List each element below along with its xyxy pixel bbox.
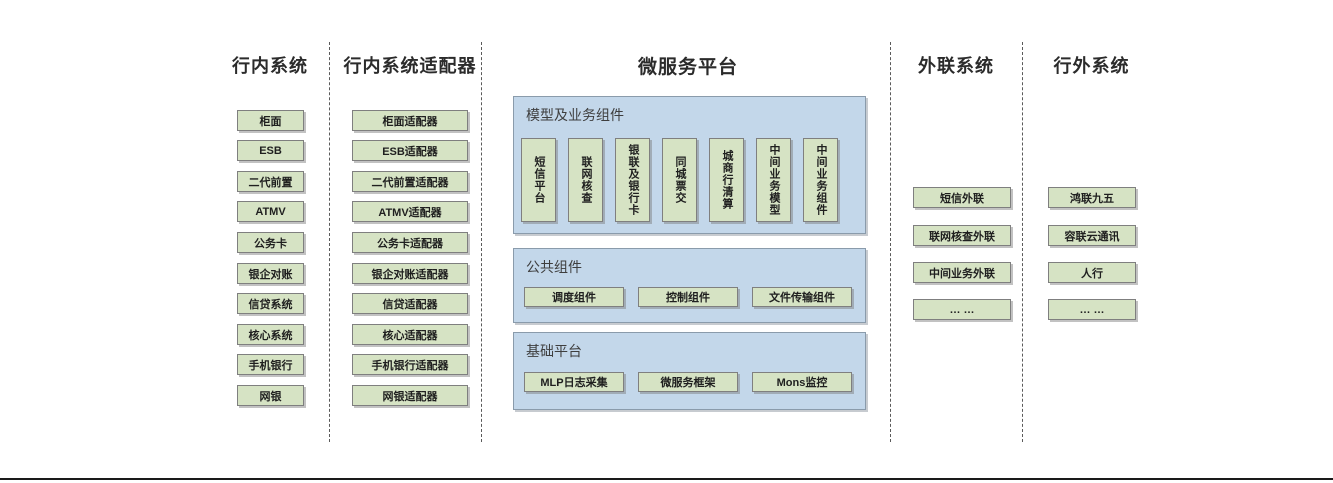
node-public-component[interactable]: 调度组件 bbox=[524, 287, 624, 307]
node-outside-bank-system[interactable]: 鸿联九五 bbox=[1048, 187, 1136, 208]
node-internal-system[interactable]: 网银 bbox=[237, 385, 304, 406]
node-model-component[interactable]: 中间业务组件 bbox=[803, 138, 838, 222]
panel-title-base-platform: 基础平台 bbox=[526, 343, 582, 359]
node-adapter[interactable]: 银企对账适配器 bbox=[352, 263, 468, 284]
node-adapter[interactable]: 手机银行适配器 bbox=[352, 354, 468, 375]
node-external-link-system[interactable]: 中间业务外联 bbox=[913, 262, 1011, 283]
node-public-component[interactable]: 控制组件 bbox=[638, 287, 738, 307]
node-label: 中间业务组件 bbox=[815, 144, 827, 216]
node-adapter[interactable]: 二代前置适配器 bbox=[352, 171, 468, 192]
node-model-component[interactable]: 城商行清算 bbox=[709, 138, 744, 222]
node-outside-bank-system[interactable]: 容联云通讯 bbox=[1048, 225, 1136, 246]
node-external-link-system[interactable]: … … bbox=[913, 299, 1011, 320]
node-model-component[interactable]: 联网核查 bbox=[568, 138, 603, 222]
column-title-outside-bank-systems: 行外系统 bbox=[1053, 56, 1130, 76]
node-label: 城商行清算 bbox=[721, 150, 733, 210]
column-title-microservice-platform: 微服务平台 bbox=[637, 57, 738, 78]
node-external-link-system[interactable]: 短信外联 bbox=[913, 187, 1011, 208]
node-outside-bank-system[interactable]: … … bbox=[1048, 299, 1136, 320]
node-internal-system[interactable]: 公务卡 bbox=[237, 232, 304, 253]
node-model-component[interactable]: 银联及银行卡 bbox=[615, 138, 650, 222]
node-internal-system[interactable]: ATMV bbox=[237, 201, 304, 222]
node-base-platform-component[interactable]: MLP日志采集 bbox=[524, 372, 624, 392]
node-adapter[interactable]: ATMV适配器 bbox=[352, 201, 468, 222]
node-adapter[interactable]: 信贷适配器 bbox=[352, 293, 468, 314]
node-label: 中间业务模型 bbox=[768, 144, 780, 216]
node-adapter[interactable]: ESB适配器 bbox=[352, 140, 468, 161]
column-separator-1 bbox=[329, 42, 330, 442]
node-model-component[interactable]: 中间业务模型 bbox=[756, 138, 791, 222]
column-separator-3 bbox=[890, 42, 891, 442]
node-label: 联网核查 bbox=[580, 156, 592, 204]
node-adapter[interactable]: 网银适配器 bbox=[352, 385, 468, 406]
panel-title-public-components: 公共组件 bbox=[526, 259, 582, 275]
node-external-link-system[interactable]: 联网核查外联 bbox=[913, 225, 1011, 246]
panel-public-components: 公共组件 bbox=[513, 248, 866, 323]
column-separator-4 bbox=[1022, 42, 1023, 442]
node-label: 短信平台 bbox=[533, 156, 545, 204]
node-internal-system[interactable]: ESB bbox=[237, 140, 304, 161]
panel-base-platform: 基础平台 bbox=[513, 332, 866, 410]
column-title-internal-system-adapters: 行内系统适配器 bbox=[343, 56, 477, 76]
node-label: 同城票交 bbox=[674, 156, 686, 204]
bottom-divider bbox=[0, 478, 1333, 480]
node-base-platform-component[interactable]: 微服务框架 bbox=[638, 372, 738, 392]
node-internal-system[interactable]: 银企对账 bbox=[237, 263, 304, 284]
node-adapter[interactable]: 核心适配器 bbox=[352, 324, 468, 345]
panel-title-model-and-business-components: 模型及业务组件 bbox=[526, 107, 624, 123]
node-internal-system[interactable]: 手机银行 bbox=[237, 354, 304, 375]
node-internal-system[interactable]: 二代前置 bbox=[237, 171, 304, 192]
node-adapter[interactable]: 公务卡适配器 bbox=[352, 232, 468, 253]
column-title-internal-systems: 行内系统 bbox=[232, 56, 308, 76]
node-model-component[interactable]: 同城票交 bbox=[662, 138, 697, 222]
node-label: 银联及银行卡 bbox=[627, 144, 639, 216]
node-model-component[interactable]: 短信平台 bbox=[521, 138, 556, 222]
node-internal-system[interactable]: 柜面 bbox=[237, 110, 304, 131]
node-internal-system[interactable]: 信贷系统 bbox=[237, 293, 304, 314]
node-public-component[interactable]: 文件传输组件 bbox=[752, 287, 852, 307]
node-base-platform-component[interactable]: Mons监控 bbox=[752, 372, 852, 392]
column-separator-2 bbox=[481, 42, 482, 442]
column-title-external-link-systems: 外联系统 bbox=[918, 56, 994, 76]
node-internal-system[interactable]: 核心系统 bbox=[237, 324, 304, 345]
node-outside-bank-system[interactable]: 人行 bbox=[1048, 262, 1136, 283]
node-adapter[interactable]: 柜面适配器 bbox=[352, 110, 468, 131]
